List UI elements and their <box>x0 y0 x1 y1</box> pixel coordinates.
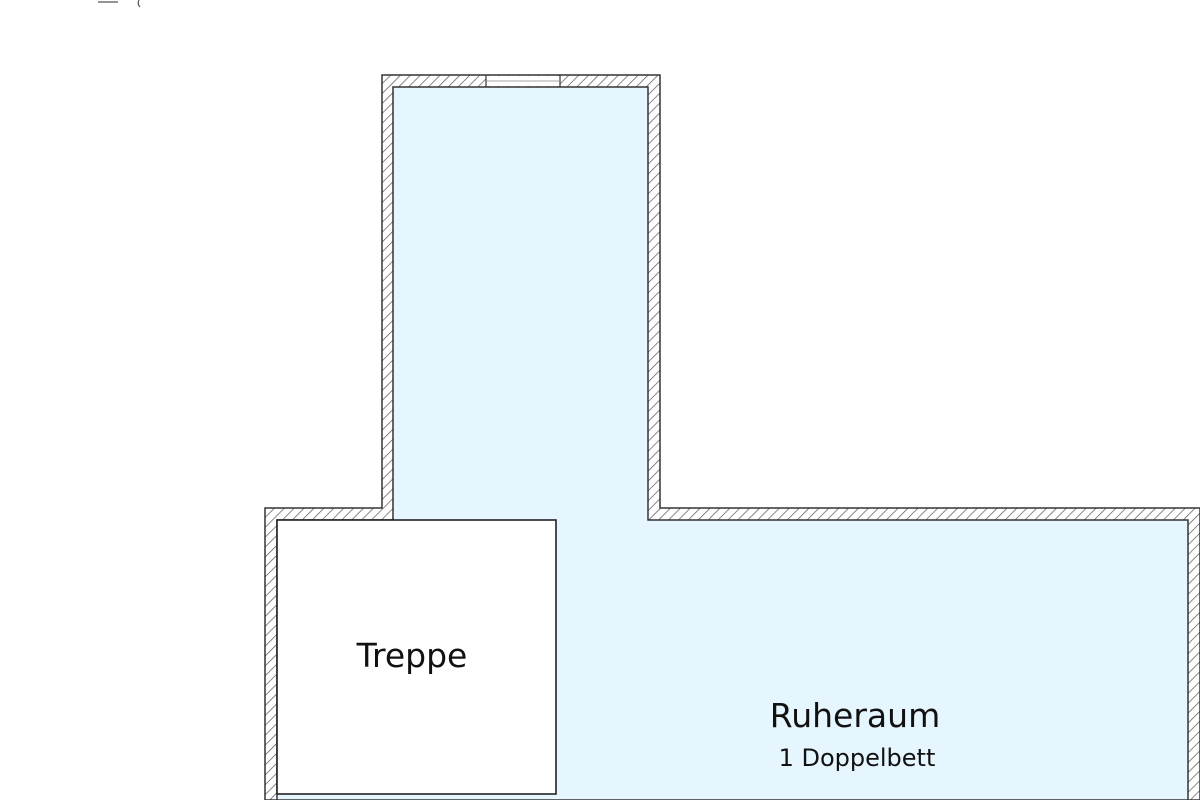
edge-fragment <box>98 0 141 8</box>
room-sublabel: 1 Doppelbett <box>779 744 936 772</box>
room-label: Ruheraum <box>770 696 940 735</box>
window-opening <box>485 75 561 87</box>
stair-label: Treppe <box>356 636 468 675</box>
stair-room <box>276 519 557 795</box>
